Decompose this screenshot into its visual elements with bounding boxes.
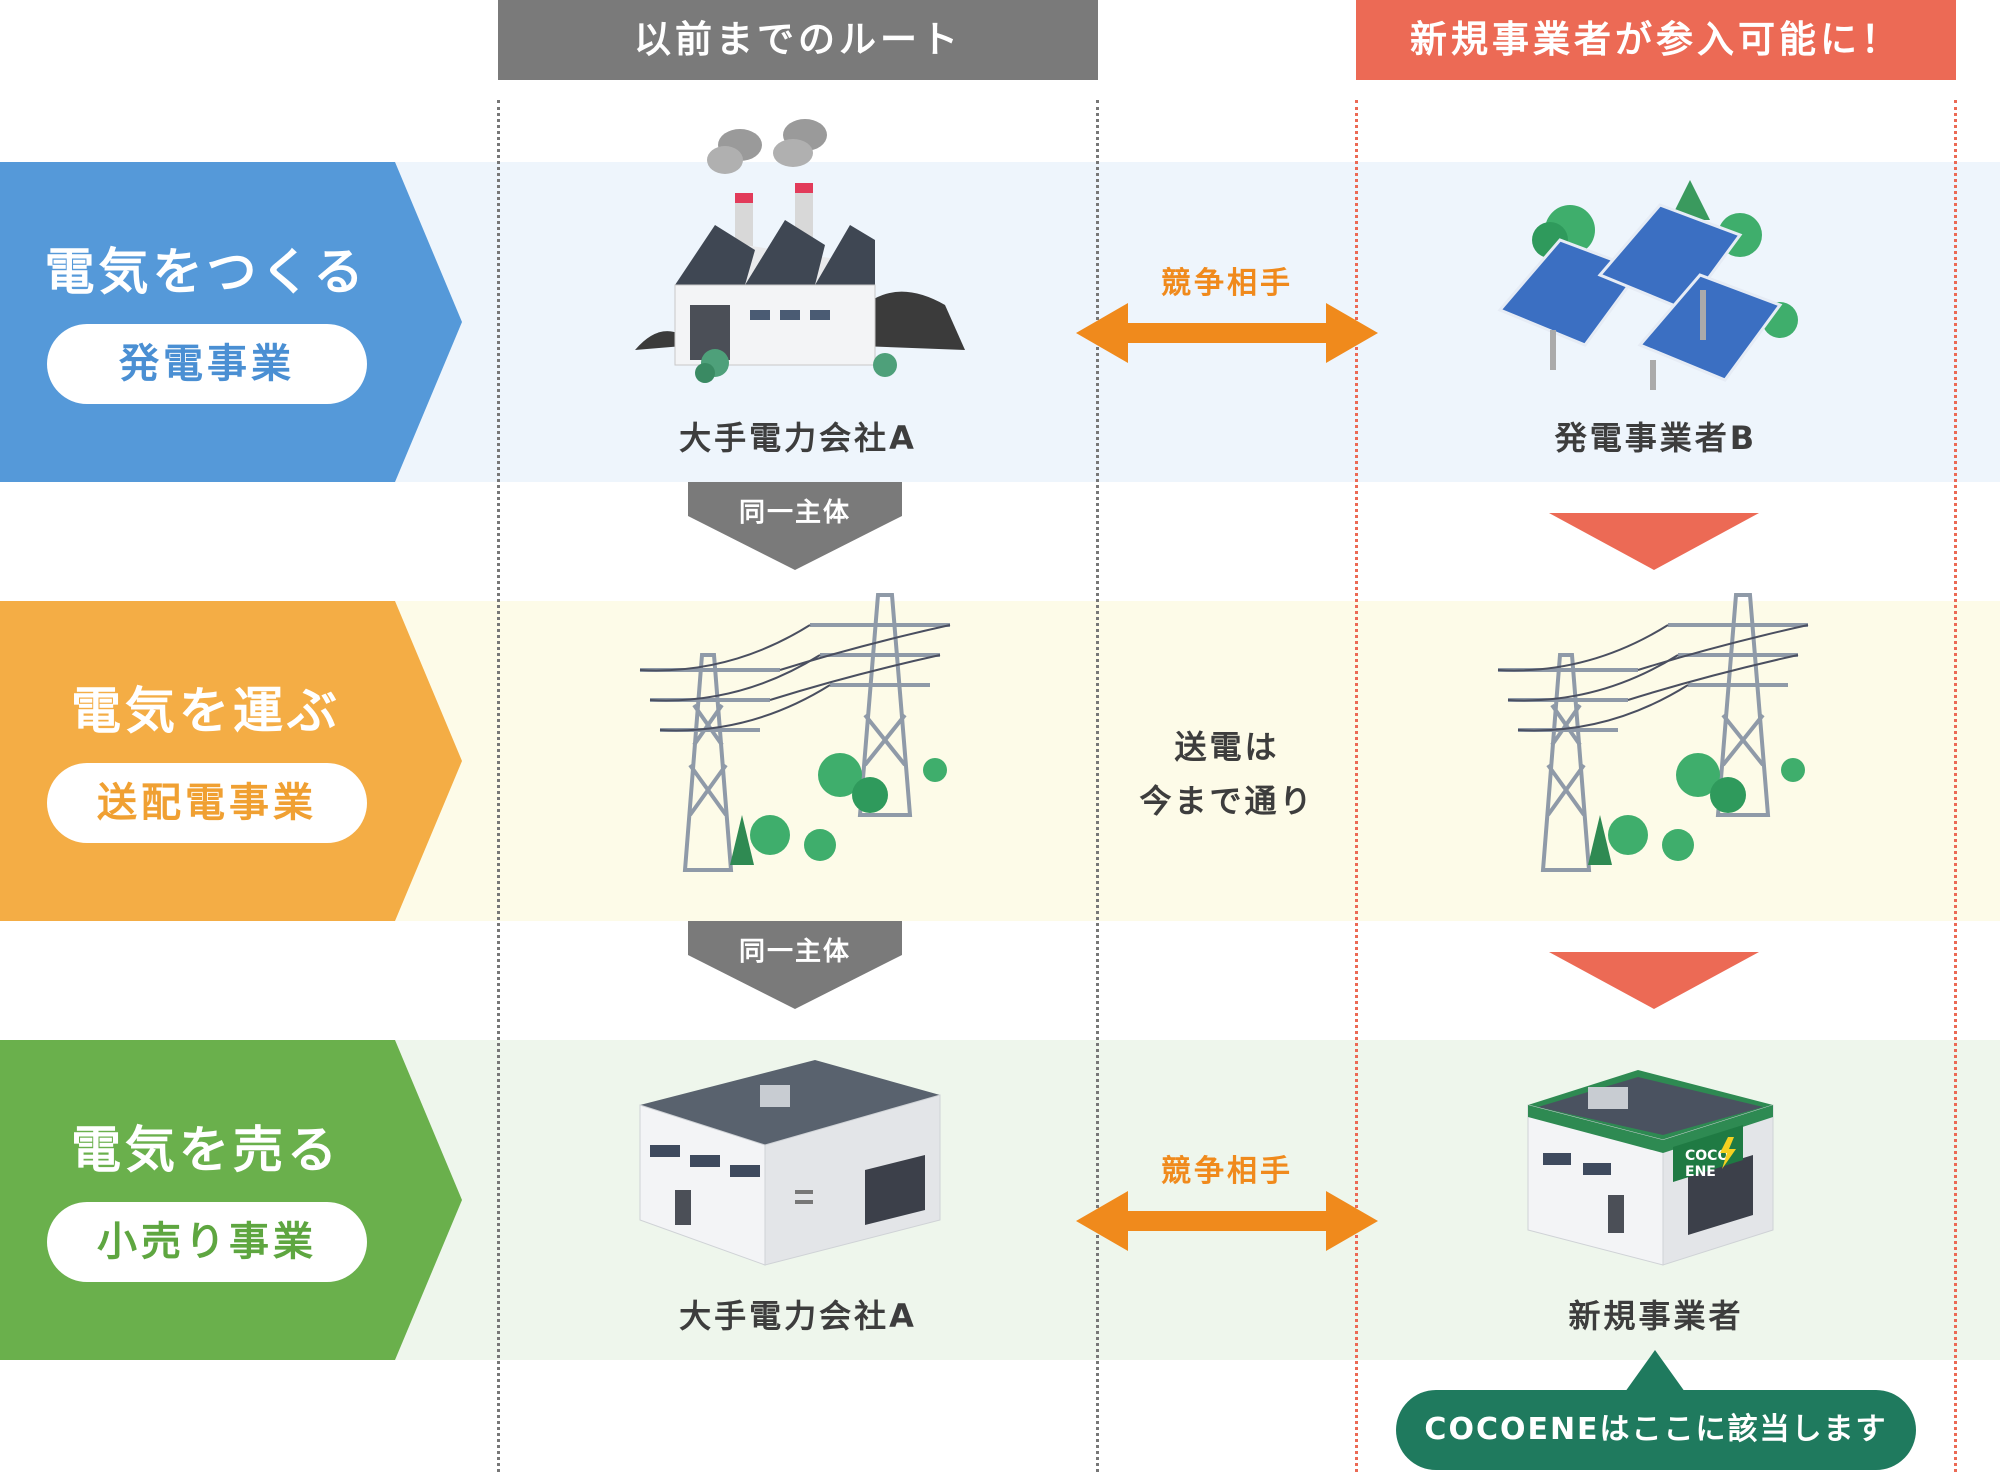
cocoene-sign-line2: ENE bbox=[1685, 1164, 1716, 1180]
retail-pill: 小売り事業 bbox=[47, 1202, 367, 1282]
new-entrants-left-line bbox=[1355, 100, 1358, 1472]
same-entity-label: 同一主体 bbox=[738, 498, 851, 528]
old-route-left-line bbox=[497, 100, 500, 1472]
power-tower-icon bbox=[1497, 593, 1809, 872]
transmission-pill: 送配電事業 bbox=[47, 763, 367, 843]
down-triangle-arrow bbox=[1549, 513, 1759, 570]
solar-panel-icon bbox=[1497, 180, 1798, 390]
factory-icon bbox=[635, 119, 965, 383]
generation-left-caption: 大手電力会社A bbox=[679, 419, 917, 457]
competitor-double-arrow bbox=[1076, 303, 1378, 363]
down-triangle-arrow bbox=[1549, 952, 1759, 1009]
callout-pointer bbox=[1625, 1350, 1685, 1392]
generation-competitor-label: 競争相手 bbox=[1161, 266, 1293, 301]
cocoene-building-icon: COCO ENE bbox=[1527, 1070, 1774, 1266]
retail-title: 電気を売る bbox=[71, 1121, 341, 1179]
same-entity-arrow bbox=[688, 482, 902, 570]
same-entity-arrow bbox=[688, 921, 902, 1009]
generation-title: 電気をつくる bbox=[44, 243, 368, 301]
old-route-right-line bbox=[1096, 100, 1099, 1472]
transmission-chevron bbox=[0, 601, 462, 921]
transmission-middle-line2: 今まで通り bbox=[1139, 782, 1315, 820]
generation-chevron bbox=[0, 162, 462, 482]
cocoene-sign-line1: COCO bbox=[1685, 1148, 1729, 1164]
generation-pill: 発電事業 bbox=[47, 324, 367, 404]
old-route-header: 以前までのルート bbox=[498, 0, 1098, 80]
transmission-title: 電気を運ぶ bbox=[71, 682, 341, 740]
transmission-middle-line1: 送電は bbox=[1174, 728, 1280, 766]
retail-left-caption: 大手電力会社A bbox=[679, 1297, 917, 1335]
competitor-double-arrow bbox=[1076, 1191, 1378, 1251]
cocoene-callout: COCOENEはここに該当します bbox=[1396, 1390, 1916, 1470]
same-entity-label: 同一主体 bbox=[738, 937, 851, 967]
new-entrants-right-line bbox=[1954, 100, 1957, 1472]
retail-competitor-label: 競争相手 bbox=[1161, 1154, 1293, 1189]
office-building-icon bbox=[639, 1060, 941, 1266]
retail-right-caption: 新規事業者 bbox=[1568, 1297, 1744, 1335]
retail-chevron bbox=[0, 1040, 462, 1360]
new-entrants-header: 新規事業者が参入可能に！ bbox=[1356, 0, 1956, 80]
generation-right-caption: 発電事業者B bbox=[1554, 419, 1758, 457]
power-tower-icon bbox=[639, 593, 951, 872]
